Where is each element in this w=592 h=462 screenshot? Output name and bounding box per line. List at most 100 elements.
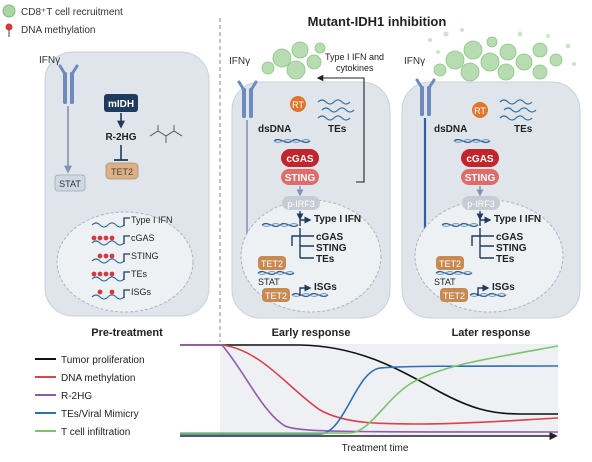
section-title: Mutant-IDH1 inhibition [308, 14, 447, 29]
r2hg-molecule-icon [149, 125, 183, 143]
gene-label: ISGs [314, 282, 337, 293]
timeline-legend: Tumor proliferation DNA methylation R-2H… [35, 355, 145, 438]
cd8-tcell-icon [2, 4, 16, 18]
ifn-receptor-icon [237, 80, 258, 118]
gene-label: TEs [131, 269, 148, 279]
cgas-box [281, 149, 319, 167]
pirf3-label: p-IRF3 [467, 199, 495, 209]
pre-treatment-zone [180, 344, 220, 436]
tet2-label: TET2 [443, 291, 465, 301]
nucleus [56, 211, 194, 313]
rt-icon [290, 96, 306, 112]
tcell-cluster-icon [433, 36, 563, 82]
methylation-legend-label: DNA methylation [21, 25, 95, 36]
tet2-label: TET2 [439, 259, 461, 269]
cd8-legend-label: CD8⁺T cell recruitment [21, 7, 123, 18]
cgas-label: cGAS [286, 154, 314, 165]
sting-label: STING [465, 173, 496, 184]
dsdna-label: dsDNA [434, 124, 467, 135]
legend-label: TEs/Viral Mimicry [61, 409, 139, 420]
gene-label: TEs [316, 254, 335, 265]
timeline-plot: Treatment time [180, 344, 559, 454]
tcell-scatter-icon [428, 28, 576, 66]
methylation-pin-icon [5, 23, 13, 31]
ifn-receptor-icon [58, 64, 79, 104]
tcell-cluster-icon [261, 41, 326, 80]
gene-label: cGAS [316, 232, 344, 243]
panel-caption: Later response [452, 327, 531, 339]
panel-later-response: IFNγ RT TEs dsDNA cGAS STING p-IRF3 Type… [401, 28, 581, 339]
gene-rows: Type I IFN cGAS STING TEs TET2 STAT TET2… [257, 214, 361, 302]
curve-r2hg [180, 344, 559, 433]
tet2-label: TET2 [111, 167, 133, 177]
dsdna-label: dsDNA [258, 124, 291, 135]
legend-entry: R-2HG [35, 391, 92, 402]
legend-label: DNA methylation [61, 373, 135, 384]
ifn-gamma-label: IFNγ [229, 56, 250, 67]
ifn-receptor-icon [415, 78, 436, 116]
top-legend: CD8⁺T cell recruitment DNA methylation [2, 4, 123, 37]
ifn-gamma-label: IFNγ [404, 56, 425, 67]
gene-label: ISGs [131, 287, 152, 297]
tet2-box [436, 256, 464, 270]
legend-entry: T cell infiltration [35, 427, 130, 438]
stat-label: STAT [59, 179, 81, 189]
gene-label: Type I IFN [131, 215, 173, 225]
tet2-box [262, 288, 290, 302]
curve-dna-methylation [180, 344, 559, 425]
rt-label: RT [474, 106, 486, 116]
legend-label: R-2HG [61, 391, 92, 402]
sting-box [461, 169, 499, 185]
ifn-gamma-label: IFNγ [39, 55, 60, 66]
legend-entry: DNA methylation [35, 373, 135, 384]
pirf3-box [282, 196, 320, 210]
tet2-box [105, 162, 139, 180]
panel-pre-treatment: IFNγ STAT mIDH R-2HG TET2 Type I IFN cGA… [39, 51, 210, 339]
midh-label: mIDH [108, 99, 134, 110]
cytokine-note-line1: Type I IFN and [325, 52, 384, 62]
curve-t-cell-infiltration [180, 345, 559, 434]
curve-tes-viral-mimicry [180, 365, 559, 435]
x-axis-label: Treatment time [342, 443, 409, 454]
gene-label: Type I IFN [314, 214, 361, 225]
gene-label: TEs [496, 254, 515, 265]
legend-label: T cell infiltration [61, 427, 130, 438]
gene-rows: Type I IFN cGAS STING TEs ISGs [91, 215, 173, 300]
tes-label: TEs [514, 124, 533, 135]
tet2-box [440, 288, 468, 302]
gene-label: STING [316, 243, 347, 254]
legend-entry: TEs/Viral Mimicry [35, 409, 139, 420]
gene-rows: Type I IFN cGAS STING TEs TET2 STAT TET2… [434, 214, 541, 302]
rt-label: RT [292, 100, 304, 110]
pirf3-box [462, 196, 500, 210]
legend-label: Tumor proliferation [61, 355, 145, 366]
gene-label: cGAS [131, 233, 155, 243]
midh-box [104, 94, 138, 112]
sting-box [281, 169, 319, 185]
sting-label: STING [285, 173, 316, 184]
cytokine-note-line2: cytokines [336, 63, 374, 73]
gene-label: Type I IFN [494, 214, 541, 225]
rt-icon [472, 102, 488, 118]
stat-box [54, 174, 86, 192]
gene-label: STING [496, 243, 527, 254]
plot-background [180, 344, 558, 436]
gene-label: ISGs [492, 282, 515, 293]
stat-label: STAT [434, 277, 456, 287]
legend-entry: Tumor proliferation [35, 355, 145, 366]
cgas-label: cGAS [466, 154, 494, 165]
tet2-box [258, 256, 286, 270]
panel-caption: Early response [272, 327, 351, 339]
stat-label: STAT [258, 277, 280, 287]
panel-early-response: IFNγ Type I IFN and cytokines RT TEs dsD… [229, 41, 391, 339]
r2hg-label: R-2HG [105, 132, 136, 143]
pirf3-label: p-IRF3 [287, 199, 315, 209]
panel-caption: Pre-treatment [91, 327, 163, 339]
tet2-label: TET2 [265, 291, 287, 301]
tes-label: TEs [328, 124, 347, 135]
tet2-label: TET2 [261, 259, 283, 269]
curve-tumor-proliferation [180, 344, 558, 415]
gene-label: cGAS [496, 232, 524, 243]
cgas-box [461, 149, 499, 167]
